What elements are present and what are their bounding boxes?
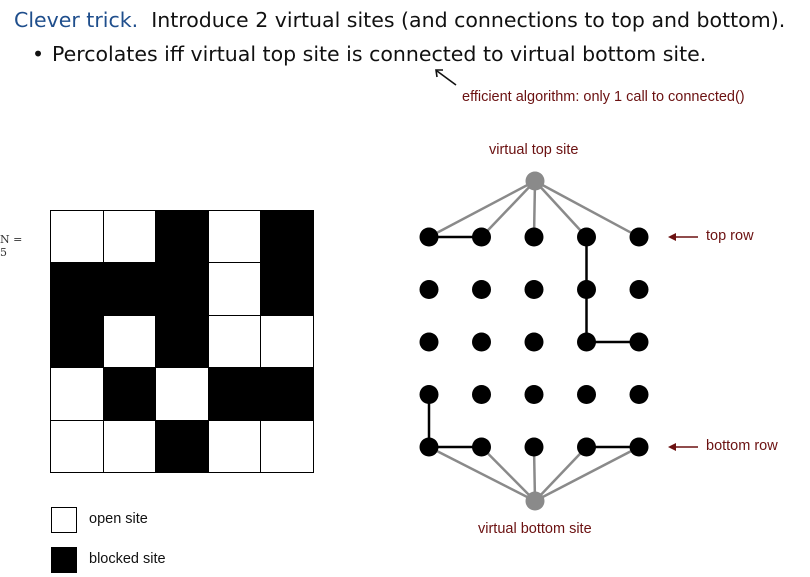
open-site-cell: [51, 420, 103, 472]
site-node: [577, 385, 596, 404]
open-site-cell: [208, 315, 261, 368]
virtual-top-edge: [428, 179, 536, 239]
virtual-bottom-node: [525, 491, 545, 511]
virtual-top-edge: [534, 179, 640, 239]
blocked-site-cell: [261, 368, 313, 420]
blocked-site-cell: [156, 315, 208, 368]
site-node: [472, 332, 491, 352]
blocked-site-cell: [261, 211, 313, 263]
open-site-cell: [261, 420, 313, 472]
n-label: N = 5: [0, 233, 23, 259]
open-site-label: open site: [89, 511, 148, 527]
site-node: [629, 332, 649, 352]
site-node: [419, 385, 439, 404]
blocked-site-swatch: [51, 547, 77, 573]
site-node: [577, 280, 596, 299]
bullet-item: • Percolates iff virtual top site is conn…: [32, 42, 706, 66]
site-node: [419, 437, 439, 457]
annotation-arrow-head-icon: [435, 69, 443, 78]
open-site-swatch: [51, 507, 77, 533]
blocked-site-cell: [261, 263, 313, 315]
site-node: [524, 280, 544, 299]
site-node: [629, 280, 649, 299]
site-node: [419, 227, 439, 247]
site-nodes: [419, 171, 649, 511]
open-site-cell: [208, 263, 261, 315]
virtual-bottom-site-label: virtual bottom site: [478, 521, 592, 537]
slide-title: Clever trick. Introduce 2 virtual sites …: [14, 8, 785, 32]
open-site-cell: [51, 368, 103, 420]
bullet-dot-icon: •: [32, 42, 45, 66]
blocked-site-cell: [103, 368, 156, 420]
top-row-label: top row: [706, 228, 754, 244]
open-site-cell: [156, 368, 208, 420]
virtual-top-edge: [480, 180, 536, 238]
blocked-site-label: blocked site: [89, 551, 166, 567]
blocked-site-cell: [156, 263, 208, 315]
virtual-bottom-edge: [534, 445, 640, 503]
virtual-top-edge: [534, 180, 588, 238]
open-site-cell: [208, 420, 261, 472]
site-node: [524, 332, 544, 352]
bullet-text: Percolates iff virtual top site is conne…: [52, 42, 707, 66]
site-node: [472, 437, 491, 457]
blocked-site-cell: [103, 263, 156, 315]
open-site-cell: [261, 315, 313, 368]
site-node: [472, 280, 491, 299]
site-node: [472, 227, 491, 247]
virtual-bottom-edge: [480, 446, 536, 502]
site-node: [524, 437, 544, 457]
blocked-site-cell: [51, 263, 103, 315]
virtual-bottom-edge: [428, 445, 536, 503]
open-site-cell: [51, 211, 103, 263]
site-node: [629, 385, 649, 404]
open-site-cell: [103, 315, 156, 368]
blocked-site-cell: [208, 368, 261, 420]
virtual-bottom-edge: [534, 446, 588, 502]
virtual-top-site-label: virtual top site: [489, 142, 579, 158]
site-node: [577, 332, 596, 352]
virtual-top-node: [525, 171, 545, 191]
percolation-grid: [50, 210, 314, 473]
site-node: [524, 385, 544, 404]
site-node: [472, 385, 491, 404]
site-node: [419, 280, 439, 299]
site-node: [419, 332, 439, 352]
top-row-arrow-head-icon: [668, 233, 676, 241]
open-site-cell: [103, 420, 156, 472]
site-node: [629, 227, 649, 247]
blocked-site-cell: [156, 420, 208, 472]
title-accent: Clever trick.: [14, 8, 139, 32]
site-node: [524, 227, 544, 247]
site-node: [629, 437, 649, 457]
bottom-row-arrow-head-icon: [668, 443, 676, 451]
annotation-arrow-line: [436, 70, 457, 86]
site-node: [577, 437, 596, 457]
blocked-site-cell: [51, 315, 103, 368]
site-node: [577, 227, 596, 247]
open-site-cell: [208, 211, 261, 263]
title-text: Introduce 2 virtual sites (and connectio…: [151, 8, 786, 32]
bottom-row-label: bottom row: [706, 438, 778, 454]
efficient-algorithm-note: efficient algorithm: only 1 call to conn…: [462, 89, 745, 105]
open-site-cell: [103, 211, 156, 263]
blocked-site-cell: [156, 211, 208, 263]
